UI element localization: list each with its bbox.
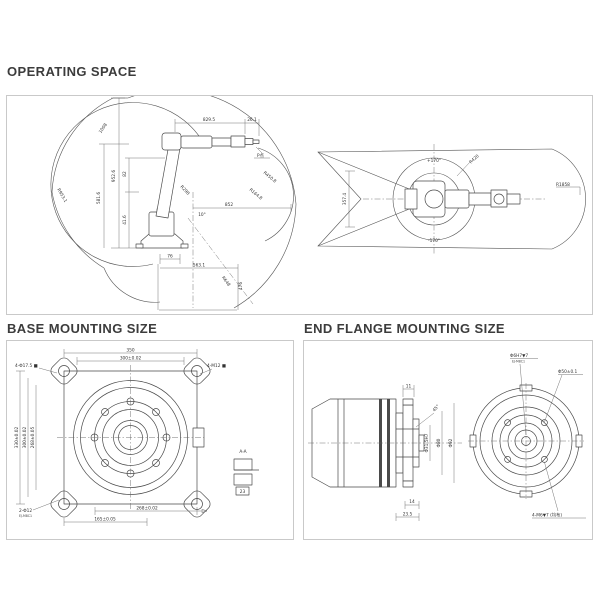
radius-298: R298 xyxy=(179,184,191,196)
flange-face-view: Φ6H7▼7 EJ-M8C1 Φ50±0.1 4-M6▼7 (均布) xyxy=(468,353,586,519)
dim-357: 357.4 xyxy=(342,193,348,206)
dim-165: 165±0.05 xyxy=(94,517,116,523)
end-flange-panel: 11 Φ31.5H7 Φ80 Φ92 14 23.5 45° xyxy=(303,340,593,540)
dim-235: 23.5 xyxy=(403,512,413,518)
dim-76: 76 xyxy=(167,254,173,260)
dim-268-bottom: 268±0.02 xyxy=(136,506,158,512)
section-label: A-A xyxy=(239,449,246,455)
operating-space-title: OPERATING SPACE xyxy=(7,64,137,79)
dim-height-581: 581.6 xyxy=(96,192,102,205)
radius-1858: R1858 xyxy=(556,182,570,188)
angle-45: 45° xyxy=(431,404,440,414)
end-flange-title: END FLANGE MOUNTING SIZE xyxy=(304,321,505,336)
dim-92: Φ92 xyxy=(448,438,454,447)
side-view-dimensions: 829.5 26.1 P点 952.6 581.6 82 41.6 1008 R… xyxy=(55,97,292,311)
label-pin-holes: 2-Φ12 xyxy=(19,508,32,514)
dim-330-left: 330±0.02 xyxy=(14,427,20,449)
dim-563: 563.1 xyxy=(193,263,206,269)
dim-300-top: 300±0.02 xyxy=(120,356,142,362)
section-dim: 23 xyxy=(240,489,246,495)
radius-164: R164.8 xyxy=(248,187,264,202)
dim-height-952: 952.6 xyxy=(111,170,117,183)
dim-wrist-offset: 26.1 xyxy=(247,117,257,123)
end-flange-drawing: 11 Φ31.5H7 Φ80 Φ92 14 23.5 45° xyxy=(308,353,586,521)
dim-height-82: 82 xyxy=(122,171,128,177)
base-mounting-title: BASE MOUNTING SIZE xyxy=(7,321,158,336)
label-pin-holes-note: EJ-M8C1 xyxy=(19,514,32,518)
angle-10: 10° xyxy=(198,212,206,218)
dim-height-41: 41.6 xyxy=(122,215,128,225)
top-view: 357.4 R420 R1858 +170° -170° xyxy=(317,144,586,254)
radius-main-envelope: R953.1 xyxy=(55,187,68,203)
base-plate xyxy=(50,357,211,518)
section-view: 23 xyxy=(233,458,259,496)
flange-side-view: 11 Φ31.5H7 Φ80 Φ92 14 23.5 45° xyxy=(308,384,462,521)
dim-bore: Φ31.5H7 xyxy=(424,433,430,452)
label-bolt-circle: Φ50±0.1 xyxy=(558,369,578,375)
dim-300-left: 300±0.02 xyxy=(22,427,28,449)
base-mounting-drawing: 350 300±0.02 330±0.02 300±0.02 268±0.05 … xyxy=(14,348,259,526)
radius-420: R420 xyxy=(468,153,481,165)
angle-minus-170: -170° xyxy=(428,238,440,244)
side-view-envelope xyxy=(50,96,297,309)
angle-plus-170: +170° xyxy=(427,158,441,164)
dim-80: Φ80 xyxy=(436,438,442,447)
label-pin-hole: Φ6H7▼7 xyxy=(510,353,528,359)
operating-space-panel: 829.5 26.1 P点 952.6 581.6 82 41.6 1008 R… xyxy=(6,95,593,315)
dim-14: 14 xyxy=(409,499,415,505)
p-point-label: P点 xyxy=(257,153,265,159)
dim-arm-length: 829.5 xyxy=(203,117,216,123)
base-mounting-panel: 350 300±0.02 330±0.02 300±0.02 268±0.05 … xyxy=(6,340,294,540)
robot-top-silhouette xyxy=(404,180,521,218)
robot-side-silhouette xyxy=(135,132,260,249)
operating-space-drawing: 829.5 26.1 P点 952.6 581.6 82 41.6 1008 R… xyxy=(50,96,586,311)
dim-350: 350 xyxy=(126,348,134,354)
base-dimensions: 350 300±0.02 330±0.02 300±0.02 268±0.05 … xyxy=(14,348,259,526)
label-pin-hole-note: EJ-M8C1 xyxy=(512,360,525,364)
label-m12-bolts: 4-M12 ■ xyxy=(207,363,226,369)
dim-268-left: 268±0.05 xyxy=(30,427,36,449)
dim-11: 11 xyxy=(406,384,412,390)
label-corner-holes: 4-Φ17.5 ■ xyxy=(15,363,38,369)
dim-852: 852 xyxy=(225,202,233,208)
dim-476: 476 xyxy=(238,282,244,290)
label-flange-bolts: 4-M6▼7 (均布) xyxy=(532,512,562,519)
radius-648: R648 xyxy=(220,275,232,288)
dim-1008: 1008 xyxy=(98,122,109,135)
radius-450: R450.8 xyxy=(262,170,278,185)
